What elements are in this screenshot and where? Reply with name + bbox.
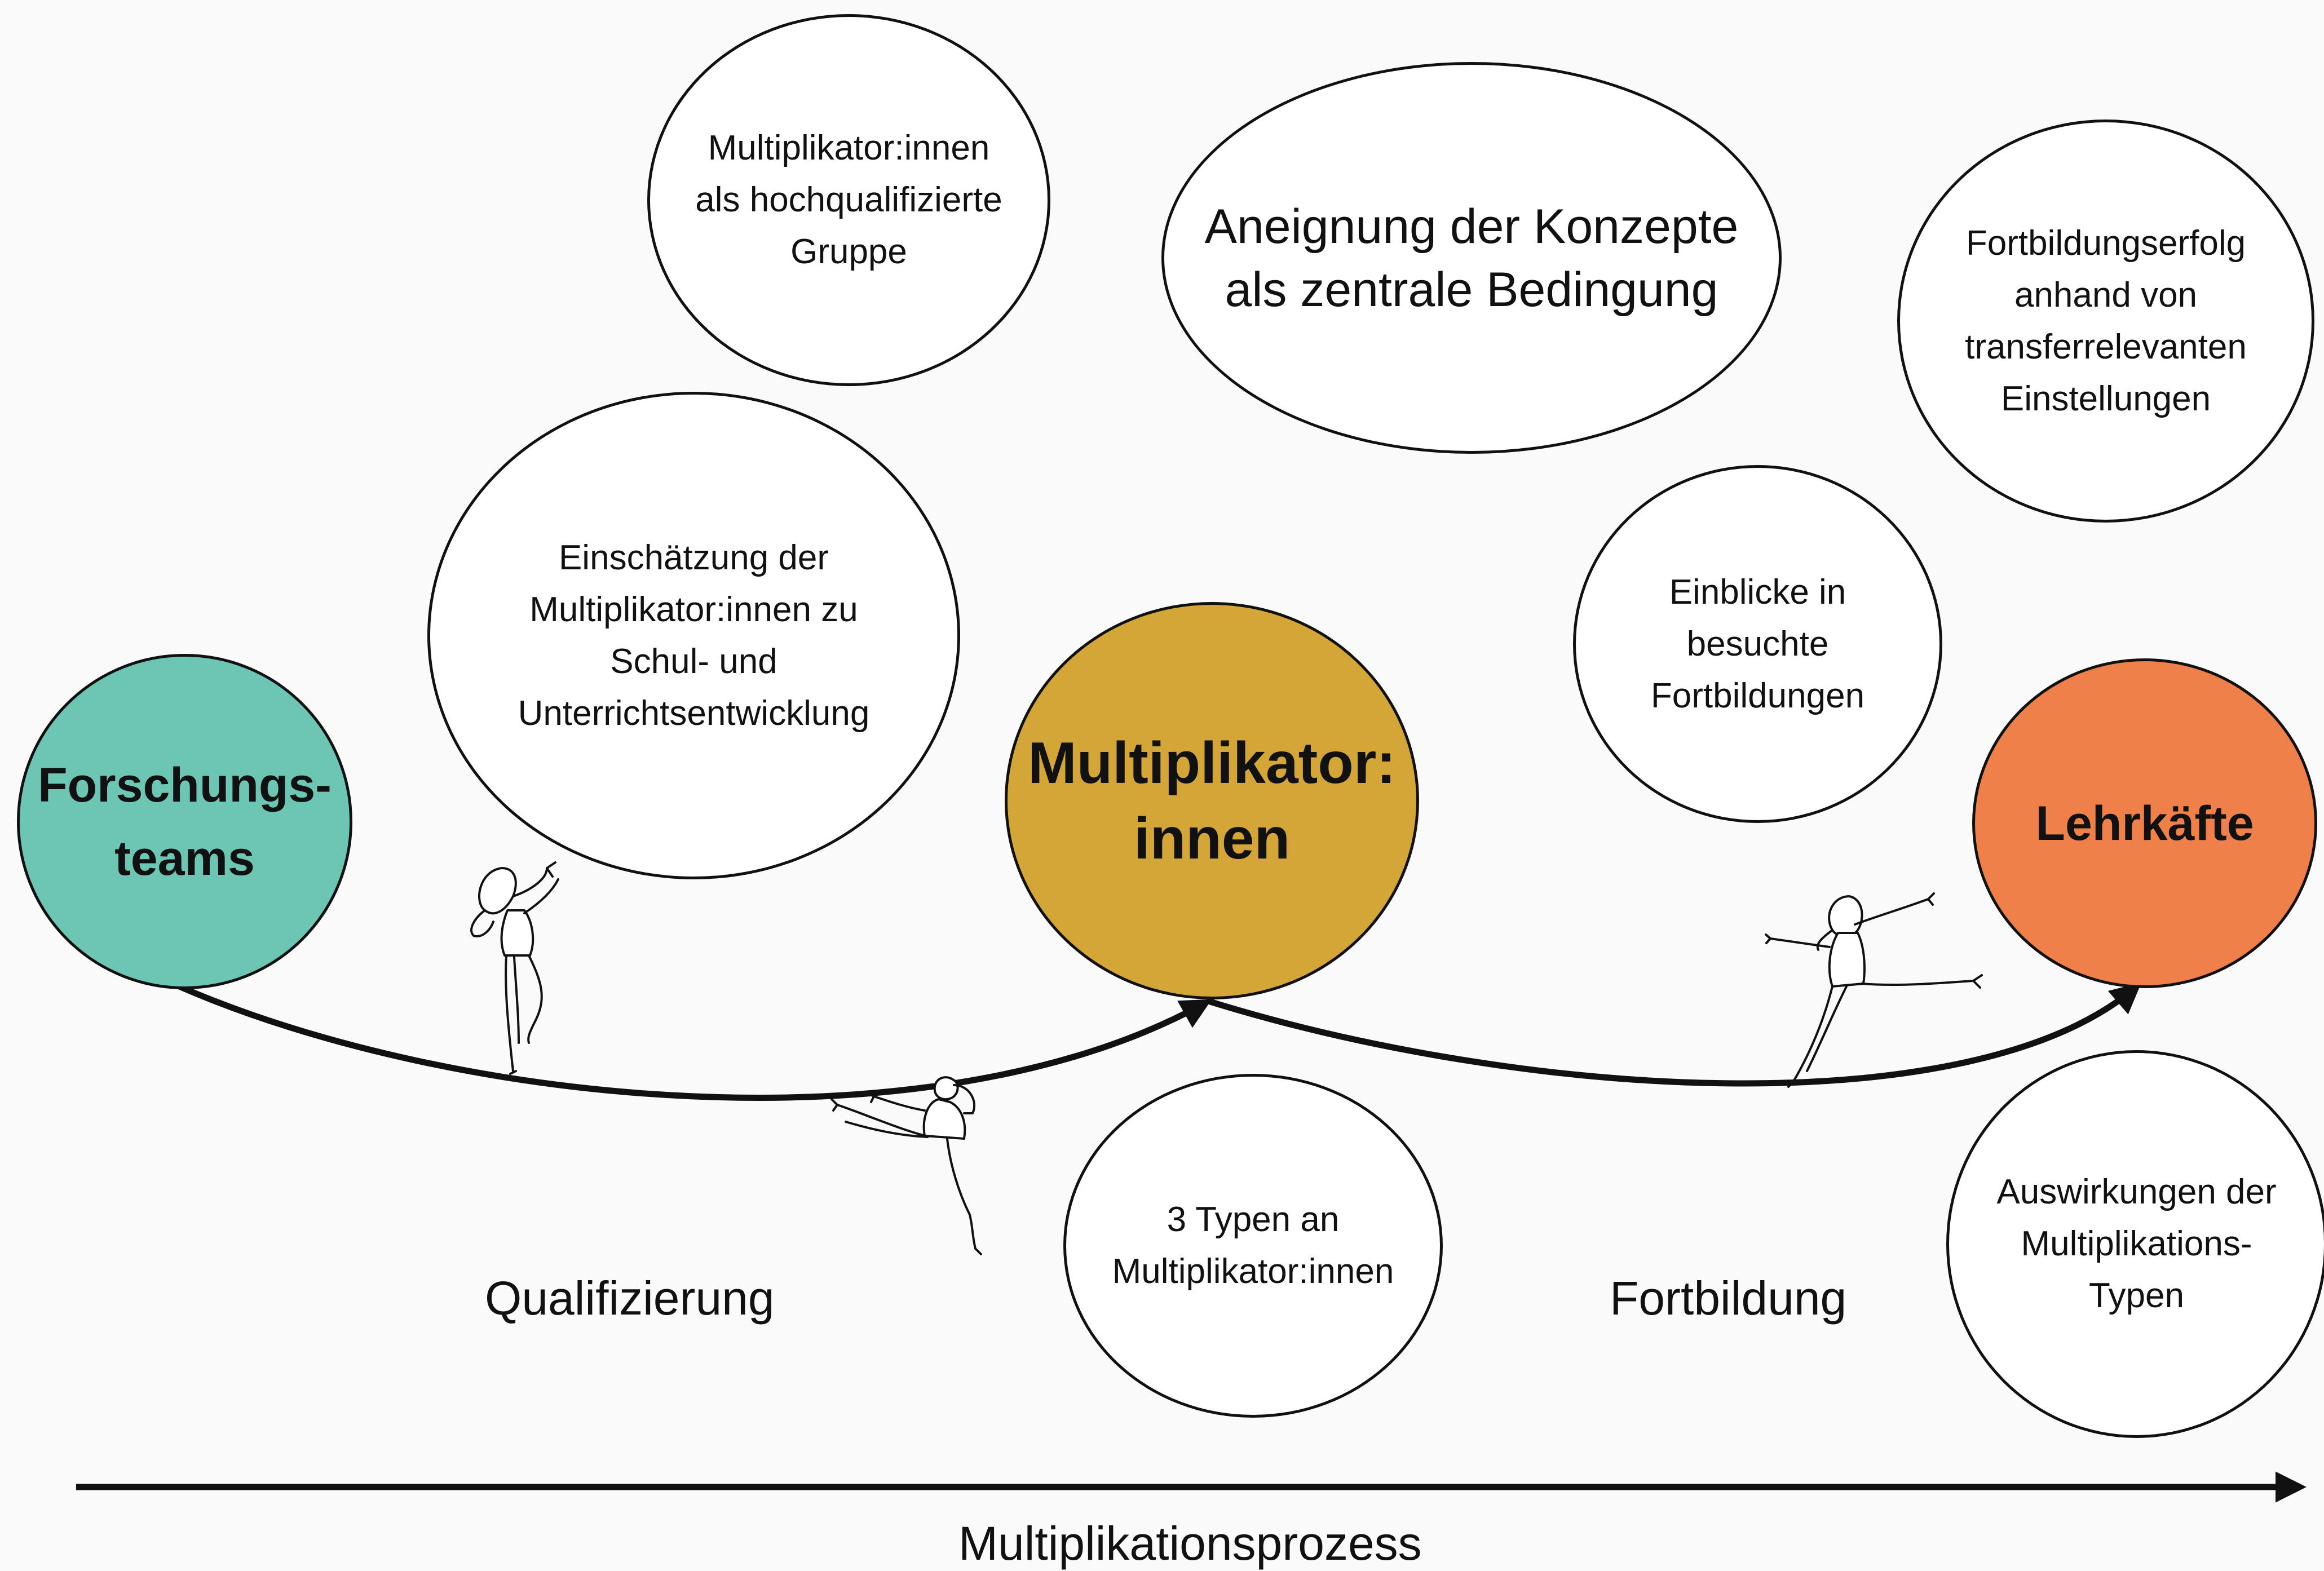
bubble-hochqualifizierte-gruppe: Multiplikator:innen als hochqualifiziert… [647, 14, 1050, 386]
phase-label-fortbildung: Fortbildung [1610, 1272, 1847, 1325]
phase-label-qualifizierung: Qualifizierung [485, 1272, 775, 1325]
node-lehrkraefte-label: Lehrkäfte [2035, 796, 2254, 851]
bubble-auswirkungen: Auswirkungen der Multiplikations- Typen [1946, 1050, 2324, 1438]
bubble-typen: 3 Typen an Multiplikator:innen [1063, 1074, 1443, 1418]
curve-multiplikatoren-to-lehrkraefte [1205, 982, 2142, 1087]
node-multiplikatoren-label: Multiplikator: innen [1028, 730, 1396, 871]
bubble-typen-text: 3 Typen an Multiplikator:innen [1112, 1200, 1394, 1291]
bubble-aneignung-text: Aneignung der Konzepte als zentrale Bedi… [1204, 199, 1739, 317]
bubble-einschaetzung-text: Einschätzung der Multiplikator:innen zu … [518, 538, 870, 733]
bubble-aneignung: Aneignung der Konzepte als zentrale Bedi… [1161, 62, 1782, 454]
bubble-fortbildungserfolg-text: Fortbildungserfolg anhand von transferre… [1965, 223, 2247, 418]
bubble-einschaetzung: Einschätzung der Multiplikator:innen zu … [427, 392, 960, 879]
axis-label-multiplikationsprozess: Multiplikationsprozess [958, 1517, 1422, 1570]
node-multiplikatoren: Multiplikator: innen [1005, 602, 1419, 999]
bubble-hochqualifizierte-gruppe-text: Multiplikator:innen als hochqualifiziert… [695, 129, 1002, 271]
node-forschungsteams: Forschungs- teams [17, 654, 352, 989]
node-forschungsteams-label: Forschungs- teams [38, 758, 332, 886]
bubble-auswirkungen-text: Auswirkungen der Multiplikations- Typen [1996, 1172, 2277, 1315]
bubble-einblicke-text: Einblicke in besuchte Fortbildungen [1650, 572, 1865, 715]
bubble-fortbildungserfolg: Fortbildungserfolg anhand von transferre… [1897, 120, 2314, 523]
node-lehrkraefte: Lehrkäfte [1972, 658, 2317, 988]
jumping-woman-figure [470, 861, 559, 1075]
bubble-einblicke: Einblicke in besuchte Fortbildungen [1573, 465, 1942, 823]
leaping-woman-figure [1765, 892, 1983, 1088]
curve-forschung-to-multiplikatoren [178, 983, 1212, 1101]
kicking-man-figure [830, 1076, 982, 1255]
